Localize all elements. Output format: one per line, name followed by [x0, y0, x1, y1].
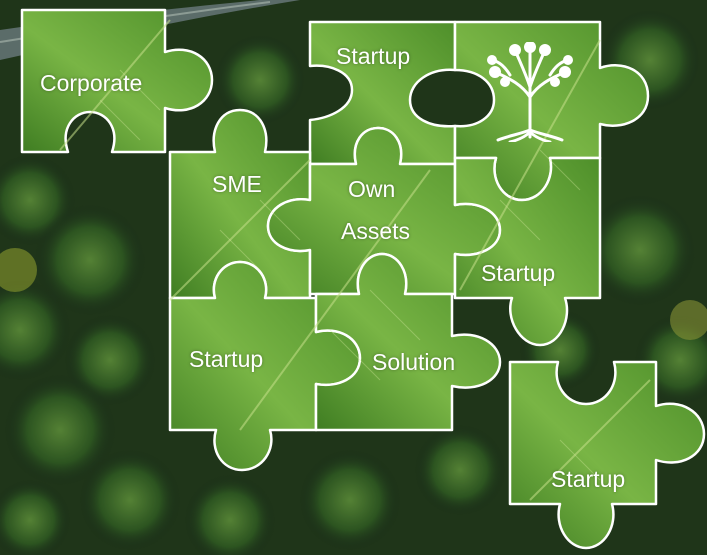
puzzle-piece-startup-bottom — [508, 360, 706, 550]
puzzle-piece-solution — [314, 252, 502, 432]
tree-icon — [487, 42, 573, 142]
puzzle-piece-corporate — [20, 8, 214, 154]
puzzle-piece-startup-right — [453, 156, 602, 347]
